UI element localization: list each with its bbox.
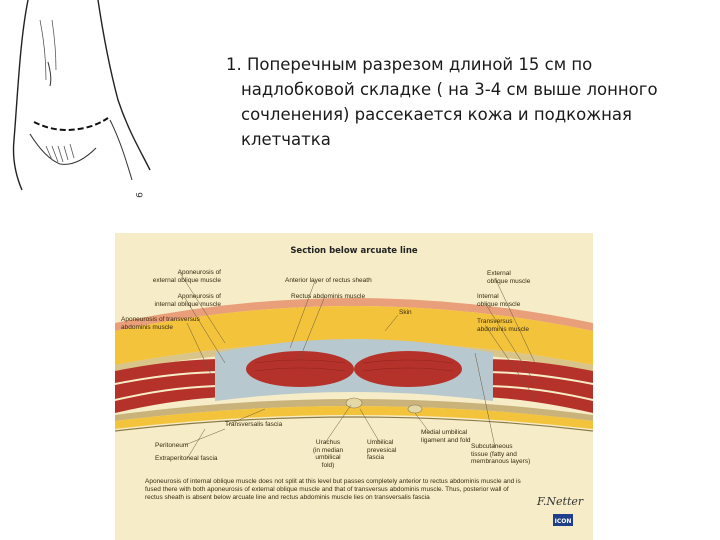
label-medial-ligament: Medial umbilical ligament and fold <box>421 429 471 444</box>
right-internal-oblique <box>483 373 593 399</box>
lower-abdomen-sketch <box>12 0 151 191</box>
figure-number-text: 6 <box>136 192 146 198</box>
rectus-striations <box>254 359 454 372</box>
slide-paragraph: 1. Поперечным разрезом длиной 15 см по н… <box>226 52 706 152</box>
slide-line-2: надлобковой складке ( на 3-4 см выше лон… <box>241 80 658 99</box>
fascia-band <box>115 342 593 371</box>
slide-line-4: клетчатка <box>241 130 331 149</box>
figure-number: 6 <box>136 192 146 198</box>
right-rectus-muscle <box>354 351 462 387</box>
skin-layer <box>115 298 593 331</box>
plate-title: Section below arcuate line <box>290 246 418 256</box>
label-transversus-aponeurosis: Aponeurosis of transversus abdominis mus… <box>121 316 200 331</box>
label-peritoneum: Peritoneum <box>155 442 189 449</box>
sketch-thigh-line <box>109 119 133 181</box>
plate-caption: Aponeurosis of internal oblique muscle d… <box>145 478 521 501</box>
left-external-oblique <box>115 359 225 383</box>
label-anterior-sheath: Anterior layer of rectus sheath <box>285 277 372 284</box>
label-external-aponeurosis: Aponeurosis of external oblique muscle <box>152 269 221 284</box>
label-transversus: Transversus abdominis muscle <box>477 318 530 333</box>
label-internal-oblique: Internal oblique muscle <box>477 293 521 308</box>
label-internal-aponeurosis: Aponeurosis of internal oblique muscle <box>154 293 221 308</box>
extraperitoneal-fat <box>115 406 593 429</box>
sketch-right-contour <box>97 0 151 171</box>
left-rectus-muscle <box>246 351 354 387</box>
label-skin: Skin <box>399 309 412 316</box>
peritoneum-line <box>115 416 593 432</box>
right-external-oblique <box>483 359 593 383</box>
sketch-left-contour <box>12 0 29 191</box>
label-umbilical-fascia: Umbilical prevesical fascia <box>367 439 397 461</box>
label-transversalis-fascia: Transversalis fascia <box>225 421 283 428</box>
icon-brand-logo: ICON <box>553 514 573 526</box>
label-external-oblique: External oblique muscle <box>487 270 531 285</box>
left-internal-oblique <box>115 373 225 399</box>
label-subcutaneous: Subcutaneous tissue (fatty and membranou… <box>471 443 531 465</box>
label-rectus: Rectus abdominis muscle <box>291 293 366 300</box>
netter-signature: F.Netter <box>537 495 584 508</box>
anatomy-plate: Section below arcuate line <box>115 233 593 540</box>
label-urachus: Urachus (in median umbilical fold) <box>312 439 344 469</box>
sketch-pubic-hatching <box>45 143 75 163</box>
sketch-groin-line <box>29 133 97 165</box>
leader-lines <box>179 272 536 460</box>
urachus-fold <box>345 397 363 409</box>
sketch-midline-shading <box>39 19 57 81</box>
label-extraperitoneal: Extraperitoneal fascia <box>155 455 218 462</box>
sketch-navel <box>47 61 52 87</box>
cross-section-illustration <box>115 272 593 460</box>
slide-line-3: сочленения) рассекается кожа и подкожная <box>241 105 632 124</box>
slide-line-1: 1. Поперечным разрезом длиной 15 см по <box>226 55 593 74</box>
transversalis-fascia-layer <box>115 399 593 421</box>
right-transversus <box>483 387 593 413</box>
subcutaneous-fat <box>115 306 593 365</box>
svg-text:ICON: ICON <box>555 518 572 525</box>
medial-umbilical-fold <box>407 404 423 414</box>
left-transversus <box>115 387 225 413</box>
sketch-incision-line <box>33 117 109 131</box>
